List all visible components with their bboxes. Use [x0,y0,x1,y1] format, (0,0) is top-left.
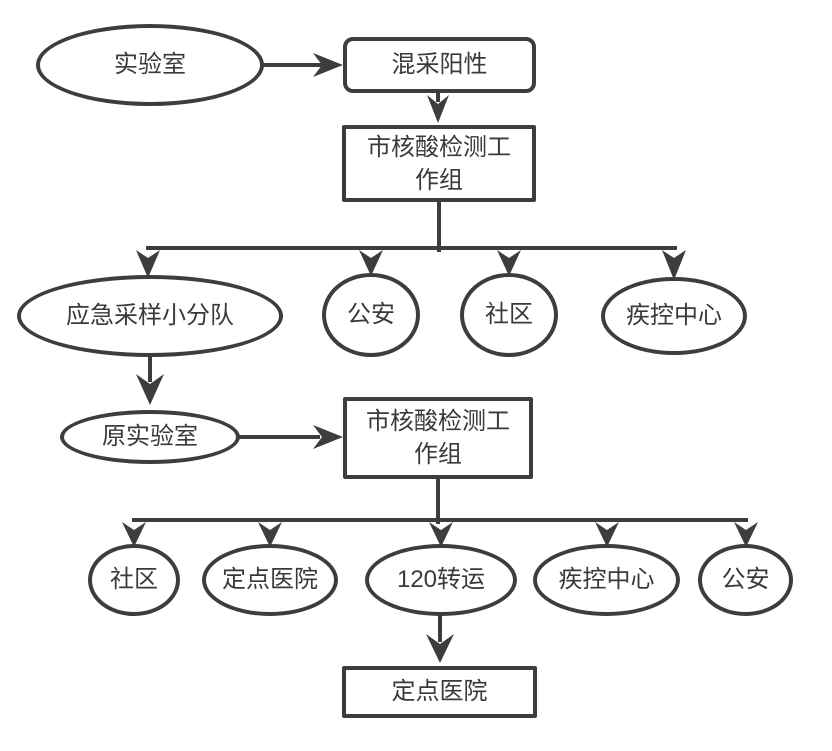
arrowhead-down-icon [359,250,383,276]
node-designated-hospital-ellipse-label: 定点医院 [222,565,318,593]
arrowhead-down-icon [662,250,686,280]
arrowhead-down-icon [734,522,758,547]
edge-emergency-team-to-original-lab [136,354,164,405]
arrowhead-down-icon [426,634,454,663]
node-designated-hospital-rect: 定点医院 [342,666,537,718]
edge-lab-to-mixed-positive [260,53,343,77]
node-mixed-positive: 混采阳性 [343,37,536,93]
node-transfer-120-label: 120转运 [396,565,486,593]
node-cdc-2-label: 疾控中心 [558,565,655,593]
node-emergency-team-label: 应急采样小分队 [66,301,234,329]
arrowhead-down-icon [122,522,146,547]
node-community-1: 社区 [460,273,558,357]
node-community-2-label: 社区 [110,565,158,593]
edge-original-lab-to-workgroup2 [238,425,343,449]
arrowhead-down-icon [136,250,160,278]
node-emergency-team: 应急采样小分队 [17,275,283,357]
arrowhead-down-icon [258,522,282,547]
arrowhead-down-icon [427,95,449,123]
node-mixed-positive-label: 混采阳性 [391,50,488,78]
node-cdc-1: 疾控中心 [601,277,747,355]
arrowhead-down-icon [136,374,164,405]
node-cdc-1-label: 疾控中心 [626,301,722,329]
node-designated-hospital-rect-label: 定点医院 [391,677,488,705]
node-original-lab: 原实验室 [60,410,240,464]
node-lab: 实验室 [36,24,264,106]
node-community-2: 社区 [88,544,180,616]
arrowhead-right-icon [313,425,343,449]
edge-transfer120-to-designated-hospital [426,612,454,663]
node-police-1-label: 公安 [347,300,395,328]
arrowhead-down-icon [497,250,521,276]
node-transfer-120: 120转运 [365,544,517,616]
arrowhead-right-icon [313,53,343,77]
node-workgroup-1: 市核酸检测工 作组 [342,125,536,202]
node-workgroup-2-label: 市核酸检测工 作组 [366,408,510,468]
edge-mixed-positive-to-workgroup1 [427,90,449,123]
edge-workgroup2-fanout [122,476,758,547]
node-community-1-label: 社区 [485,300,533,328]
node-workgroup-2: 市核酸检测工 作组 [343,397,533,479]
arrowhead-down-icon [429,522,453,547]
node-workgroup-1-label: 市核酸检测工 作组 [367,133,511,194]
edge-workgroup1-fanout [136,199,686,280]
node-cdc-2: 疾控中心 [533,544,680,616]
node-lab-label: 实验室 [114,50,186,78]
node-police-1: 公安 [322,273,420,357]
node-designated-hospital-ellipse: 定点医院 [202,544,338,616]
node-police-2-label: 公安 [721,565,770,593]
arrowhead-down-icon [595,522,619,547]
node-original-lab-label: 原实验室 [102,422,198,450]
node-police-2: 公安 [698,544,793,616]
